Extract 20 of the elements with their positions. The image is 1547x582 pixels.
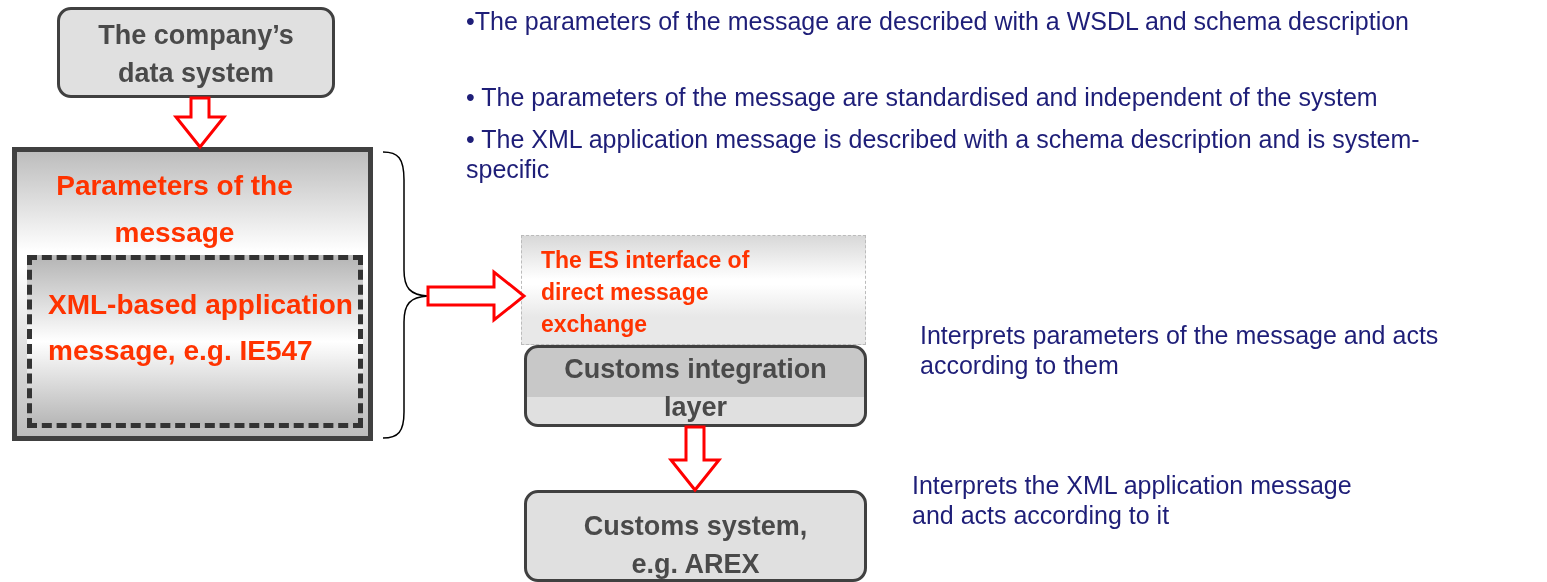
node-text: Parameters of the message bbox=[55, 169, 294, 250]
node-text: The company’s data system bbox=[97, 19, 295, 90]
message-box bbox=[12, 147, 373, 441]
block-arrow bbox=[172, 96, 228, 150]
dashed-box bbox=[27, 255, 363, 428]
note-text: •The parameters of the message are described with a WSDL and schema description bbox=[466, 6, 1410, 36]
note-text: • The XML application message is described with a schema description and is system-specific bbox=[466, 124, 1421, 184]
node-text: Customs system, e.g. AREX bbox=[582, 510, 809, 581]
block-arrow bbox=[426, 268, 527, 324]
note-text: • The parameters of the message are standardised and independent of the system bbox=[466, 82, 1379, 112]
system-box bbox=[57, 7, 335, 98]
note-text: Interprets parameters of the message and acts according to them bbox=[920, 320, 1440, 380]
system-box bbox=[524, 490, 867, 582]
layer-box bbox=[524, 345, 867, 427]
block-arrow bbox=[667, 425, 723, 493]
node-text: Customs integration layer bbox=[563, 353, 828, 424]
note-text: Interprets the XML application message and acts according to it bbox=[912, 470, 1352, 530]
node-text: XML-based application message, e.g. IE547 bbox=[48, 288, 354, 368]
node-text: The ES interface of direct message exchange bbox=[541, 246, 751, 339]
interface-box bbox=[521, 235, 866, 345]
